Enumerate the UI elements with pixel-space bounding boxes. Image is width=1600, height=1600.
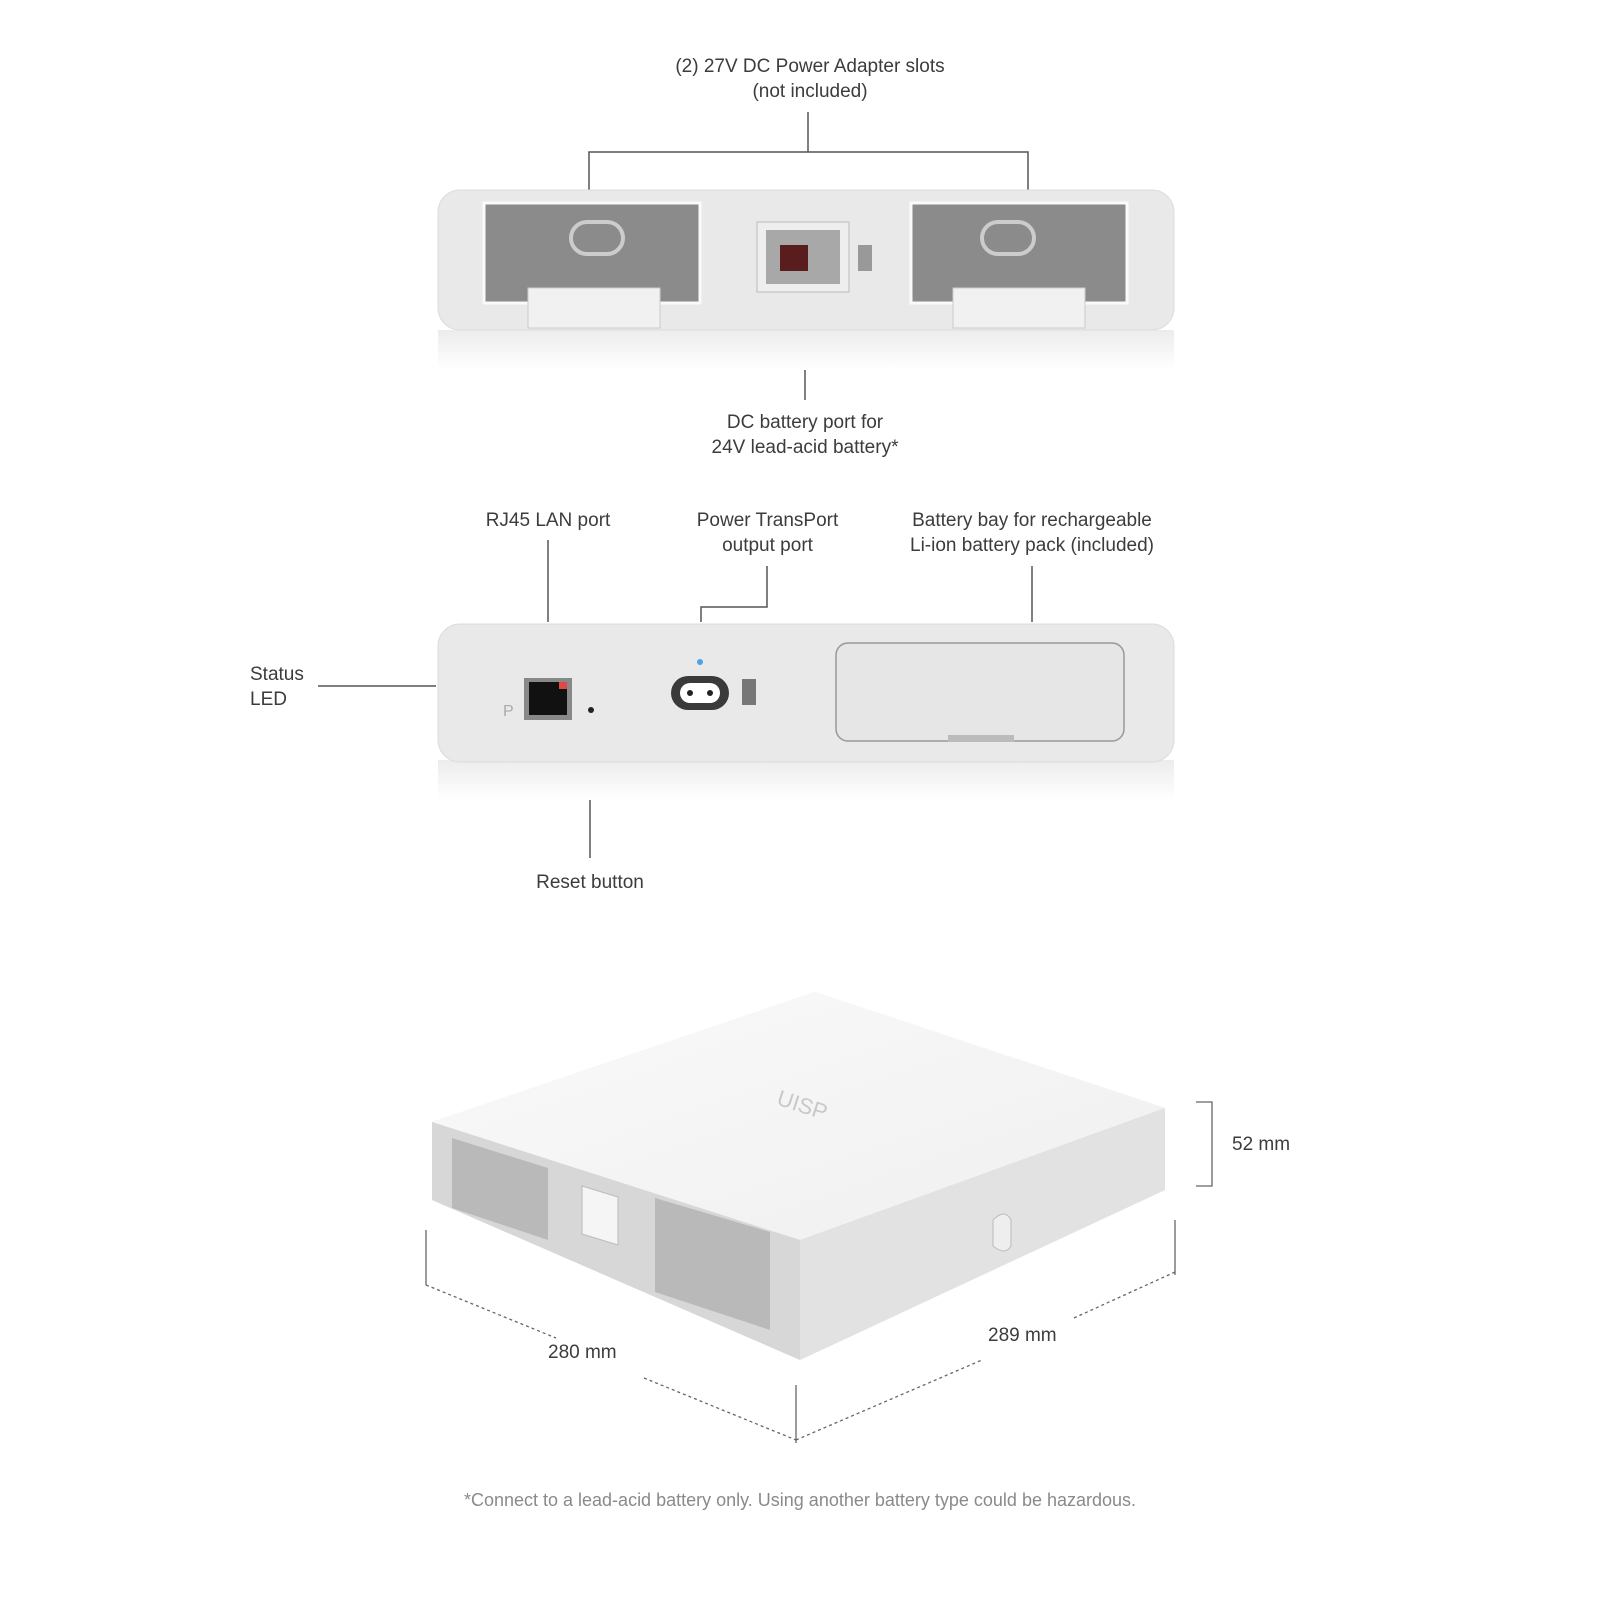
label-line: DC battery port for <box>726 412 884 433</box>
adapter-slot-right <box>909 201 1129 329</box>
dc-battery-port <box>756 221 872 293</box>
svg-text:P: P <box>503 703 514 720</box>
label-line: 24V lead-acid battery* <box>711 437 899 458</box>
label-line: Status <box>250 664 304 685</box>
height-dimension: 52 mm <box>1232 1134 1291 1155</box>
label-line: output port <box>722 535 813 556</box>
depth-dimension: 289 mm <box>988 1325 1057 1346</box>
width-dimension: 280 mm <box>548 1342 617 1363</box>
reset-button-label: Reset button <box>536 872 644 893</box>
label-line: Li-ion battery pack (included) <box>910 535 1154 556</box>
adapter-slot-left <box>482 201 702 329</box>
label-line: (2) 27V DC Power Adapter slots <box>675 56 945 77</box>
transport-port-label: Power TransPort output port <box>660 508 875 558</box>
device-rear-view <box>437 189 1175 370</box>
adapter-slots-label: (2) 27V DC Power Adapter slots (not incl… <box>640 54 980 104</box>
reset-hole <box>588 707 594 713</box>
battery-port-label: DC battery port for 24V lead-acid batter… <box>655 410 955 460</box>
power-transport-port <box>671 676 756 710</box>
battery-bay-cover <box>835 642 1125 742</box>
status-led-dot <box>697 659 703 665</box>
device-front-view: P <box>437 623 1175 800</box>
footnote: *Connect to a lead-acid battery only. Us… <box>463 1490 1137 1510</box>
rj45-port <box>524 678 572 720</box>
label-line: (not included) <box>752 81 868 102</box>
rj45-label: RJ45 LAN port <box>485 510 611 531</box>
label-line: LED <box>250 689 287 710</box>
dimension-lines <box>425 1101 1213 1443</box>
label-line: Battery bay for rechargeable <box>912 510 1152 531</box>
device-isometric-view: UISP <box>432 992 1165 1360</box>
battery-bay-label: Battery bay for rechargeable Li-ion batt… <box>882 508 1182 558</box>
label-line: Power TransPort <box>696 510 839 531</box>
status-led-label: Status LED <box>250 662 304 712</box>
